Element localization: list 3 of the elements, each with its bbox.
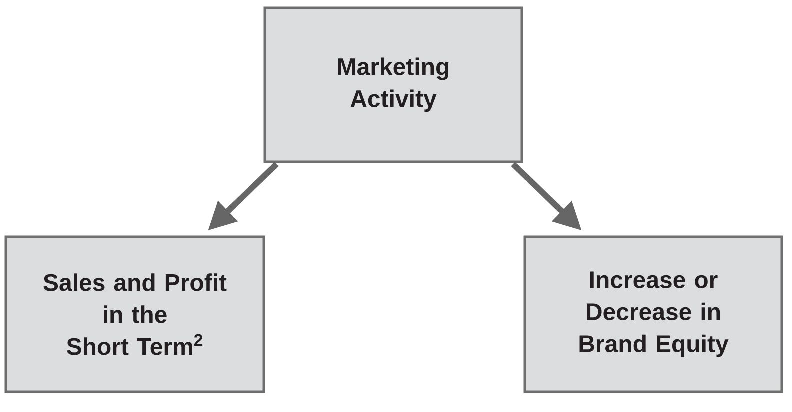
process-box: Marketing Activity — [264, 6, 524, 164]
process-box: Increase or Decrease in Brand Equity — [524, 236, 784, 394]
process-box: Sales and Profit in the Short Term$^{2}$ — [4, 236, 266, 394]
